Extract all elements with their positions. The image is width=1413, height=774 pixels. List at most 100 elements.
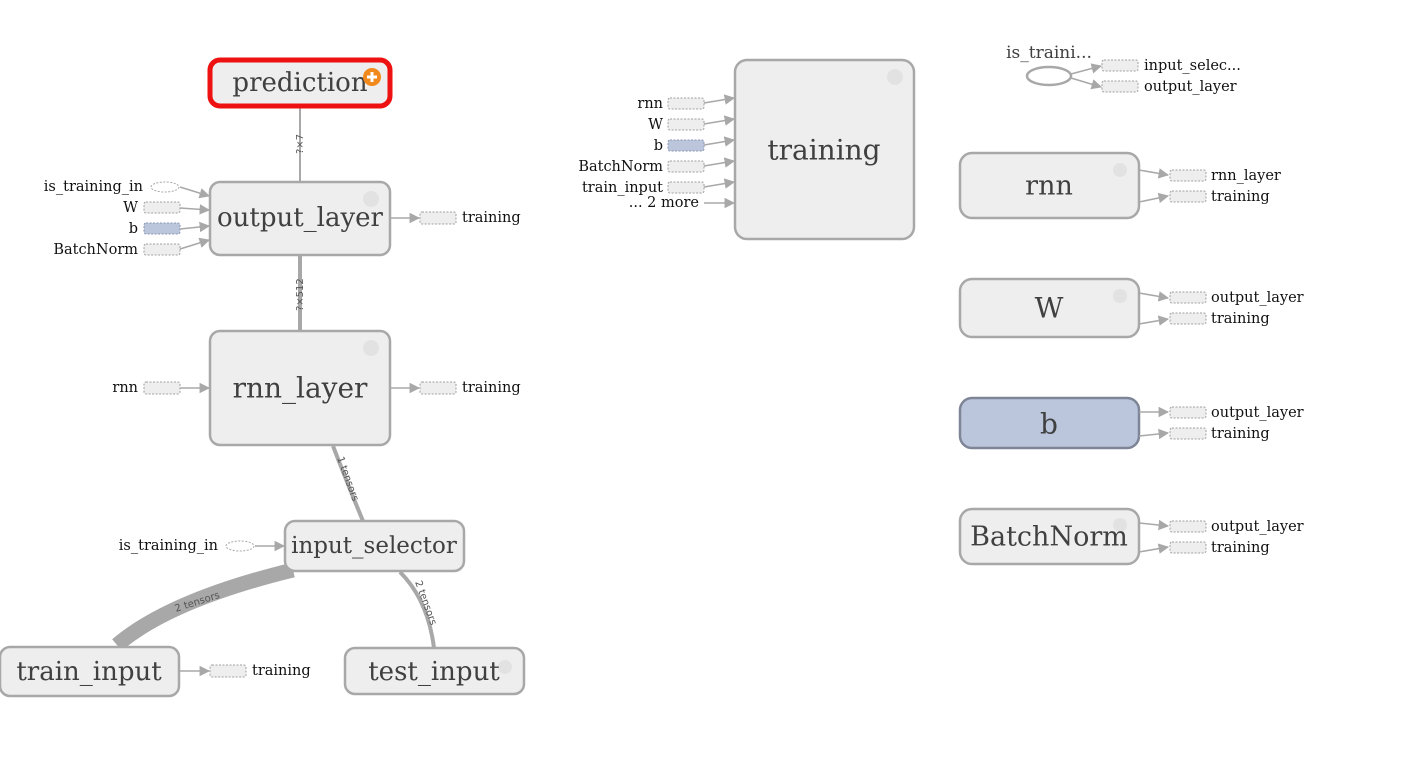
stub-rnn[interactable] bbox=[143, 381, 181, 395]
stub-is-training-in[interactable] bbox=[150, 181, 180, 193]
expand-plus-icon[interactable] bbox=[363, 68, 381, 86]
stub-rnn-rnn-layer[interactable] bbox=[1169, 169, 1207, 182]
training-input-label-rnn: rnn bbox=[637, 96, 663, 112]
stub-b-training[interactable] bbox=[1169, 427, 1207, 440]
stub-batchnorm-training[interactable] bbox=[1169, 541, 1207, 554]
edge-b-training-aux bbox=[1138, 428, 1170, 440]
expand-icon[interactable] bbox=[887, 69, 903, 85]
node-input-selector-label: input_selector bbox=[291, 533, 457, 559]
stub-training-b[interactable] bbox=[667, 139, 705, 152]
training-input-label-b: b bbox=[654, 138, 663, 154]
node-rnn[interactable]: rnn bbox=[958, 151, 1141, 220]
stub-is-training-output-layer[interactable] bbox=[1101, 80, 1139, 93]
stub-training-batchnorm[interactable] bbox=[667, 160, 705, 173]
expand-icon[interactable] bbox=[1113, 518, 1127, 532]
training-input-label-w: W bbox=[648, 117, 663, 133]
stub-w-training[interactable] bbox=[1169, 312, 1207, 325]
edge-label-out-rnn: ?×512 bbox=[295, 278, 306, 311]
stub-w[interactable] bbox=[143, 201, 181, 214]
edge-batchnorm-output-layer-aux bbox=[1138, 519, 1170, 531]
node-rnn-layer-label: rnn_layer bbox=[233, 372, 368, 405]
training-input-label-batchnorm: BatchNorm bbox=[578, 159, 663, 175]
node-batchnorm[interactable]: BatchNorm bbox=[958, 507, 1141, 566]
edge-rnn-training bbox=[703, 94, 736, 105]
node-input-selector[interactable]: input_selector bbox=[283, 519, 466, 573]
edge-input-selector-test-input bbox=[398, 570, 436, 649]
edge-rnn-layer-input-selector bbox=[331, 445, 365, 522]
expand-icon[interactable] bbox=[498, 660, 512, 674]
stub-train-input-training[interactable] bbox=[209, 664, 247, 678]
edge-w-output-layer bbox=[179, 204, 211, 215]
edge-input-selector-train-input bbox=[112, 562, 295, 651]
input-label-b: b bbox=[129, 221, 138, 237]
stub-b-output-layer[interactable] bbox=[1169, 406, 1207, 419]
node-w[interactable]: W bbox=[958, 277, 1141, 339]
expand-icon[interactable] bbox=[363, 191, 379, 207]
is-training-output-output-layer: output_layer bbox=[1144, 79, 1237, 95]
node-prediction-label: prediction bbox=[232, 68, 367, 98]
node-test-input-label: test_input bbox=[368, 657, 500, 687]
stub-b[interactable] bbox=[143, 222, 181, 235]
expand-icon[interactable] bbox=[1113, 289, 1127, 303]
node-rnn-layer[interactable]: rnn_layer bbox=[208, 329, 392, 447]
stub-output-training[interactable] bbox=[419, 211, 457, 225]
edge-w-output-layer-aux bbox=[1138, 291, 1170, 302]
edge-label-sel-test: 2 tensors bbox=[412, 579, 438, 627]
stub-selector-is-training-in[interactable] bbox=[225, 540, 255, 552]
w-output-training: training bbox=[1211, 311, 1270, 327]
edge-is-training-input-selec bbox=[1070, 63, 1103, 75]
edge-train-input-training-aux bbox=[703, 178, 736, 189]
node-w-label: W bbox=[1035, 292, 1064, 325]
edge-b-training bbox=[703, 136, 736, 147]
b-output-training: training bbox=[1211, 426, 1270, 442]
edge-b-output-layer bbox=[179, 221, 211, 233]
edge-is-training-in-output-layer bbox=[179, 186, 211, 199]
node-output-layer[interactable]: output_layer bbox=[208, 180, 392, 257]
node-train-input-label: train_input bbox=[16, 657, 162, 687]
stub-is-training-input-selec[interactable] bbox=[1101, 59, 1139, 72]
rnn-output-rnn-layer: rnn_layer bbox=[1211, 168, 1281, 184]
w-output-output-layer: output_layer bbox=[1211, 290, 1304, 306]
node-training[interactable]: training bbox=[733, 58, 916, 241]
node-train-input[interactable]: train_input bbox=[0, 645, 181, 698]
node-is-training-in-label: is_traini... bbox=[1006, 43, 1092, 63]
edge-w-training bbox=[703, 115, 736, 126]
stub-training-train-input[interactable] bbox=[667, 181, 705, 194]
stub-batchnorm-output-layer[interactable] bbox=[1169, 520, 1207, 533]
batchnorm-output-output-layer: output_layer bbox=[1211, 519, 1304, 535]
stub-training-rnn[interactable] bbox=[667, 97, 705, 110]
edge-batchnorm-training-aux bbox=[1138, 543, 1170, 554]
node-prediction[interactable]: prediction bbox=[207, 57, 393, 109]
edge-batchnorm-output-layer bbox=[179, 237, 211, 250]
node-training-label: training bbox=[767, 134, 880, 167]
expand-icon[interactable] bbox=[1113, 163, 1127, 177]
node-batchnorm-label: BatchNorm bbox=[970, 522, 1128, 553]
edge-rnn-rnn-layer-aux bbox=[1138, 168, 1170, 179]
is-training-output-input-selec: input_selec... bbox=[1144, 58, 1241, 74]
input-label-selector-is-training-in: is_training_in bbox=[119, 538, 218, 554]
edge-label-pred-out: ?×7 bbox=[295, 134, 306, 154]
node-b-label: b bbox=[1040, 408, 1058, 441]
node-output-layer-label: output_layer bbox=[217, 203, 384, 233]
rnn-output-training: training bbox=[1211, 189, 1270, 205]
training-input-label-train-input: train_input bbox=[582, 180, 663, 196]
stub-w-output-layer[interactable] bbox=[1169, 291, 1207, 304]
expand-icon[interactable] bbox=[363, 340, 379, 356]
output-label-train-input-training: training bbox=[252, 663, 311, 679]
node-is-training-in[interactable]: is_traini... bbox=[1006, 43, 1092, 87]
edge-label-rnn-sel: 1 tensors bbox=[334, 455, 360, 503]
stub-batchnorm[interactable] bbox=[143, 243, 181, 256]
edge-is-training-output-layer bbox=[1070, 77, 1103, 90]
input-label-batchnorm: BatchNorm bbox=[53, 242, 138, 258]
input-label-rnn: rnn bbox=[112, 380, 138, 396]
input-label-w: W bbox=[123, 200, 138, 216]
stub-training-w[interactable] bbox=[667, 118, 705, 131]
node-test-input[interactable]: test_input bbox=[343, 646, 526, 696]
stub-rnn-training[interactable] bbox=[1169, 190, 1207, 203]
b-output-output-layer: output_layer bbox=[1211, 405, 1304, 421]
stub-rnn-layer-training[interactable] bbox=[419, 381, 457, 395]
training-input-label-more: ... 2 more bbox=[629, 195, 699, 211]
node-b[interactable]: b bbox=[958, 396, 1141, 450]
edge-batchnorm-training bbox=[703, 157, 736, 168]
